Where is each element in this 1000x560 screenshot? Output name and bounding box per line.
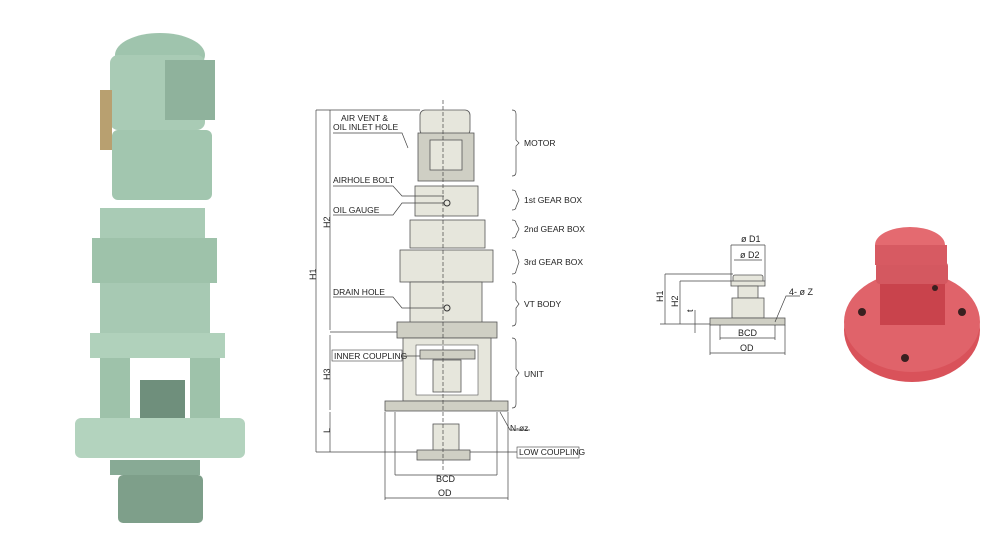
holes-dim: 4- ø Z: [789, 287, 814, 297]
d1-dim: ø D1: [741, 234, 761, 244]
bcd-dim: BCD: [436, 474, 456, 484]
unit-label: UNIT: [524, 369, 544, 379]
air-vent-label: AIR VENT &: [341, 113, 388, 123]
motor-label: MOTOR: [524, 138, 555, 148]
gearbox-photo: [75, 33, 245, 523]
coupling-h2-dim: H2: [670, 295, 680, 307]
airhole-bolt-label: AIRHOLE BOLT: [333, 175, 394, 185]
low-coupling-label: LOW COUPLING: [519, 447, 585, 457]
oil-gauge-label: OIL GAUGE: [333, 205, 380, 215]
coupling-photo: [844, 227, 980, 382]
coupling-drawing: [660, 244, 800, 355]
coupling-od-dim: OD: [740, 343, 754, 353]
vt-body-label: VT BODY: [524, 299, 561, 309]
oil-inlet-label: OIL INLET HOLE: [333, 122, 399, 132]
h1-dim: H1: [308, 268, 318, 280]
h2-dim: H2: [322, 216, 332, 228]
h3-dim: H3: [322, 368, 332, 380]
d2-dim: ø D2: [740, 250, 760, 260]
gear1-label: 1st GEAR BOX: [524, 195, 582, 205]
gear2-label: 2nd GEAR BOX: [524, 224, 585, 234]
coupling-bcd-dim: BCD: [738, 328, 758, 338]
gear-reducer-drawing: [315, 100, 580, 500]
l-dim: L: [322, 428, 332, 433]
drain-hole-label: DRAIN HOLE: [333, 287, 385, 297]
od-dim: OD: [438, 488, 452, 498]
gear3-label: 3rd GEAR BOX: [524, 257, 583, 267]
inner-coupling-label: INNER COUPLING: [334, 351, 407, 361]
t-dim: t: [685, 309, 695, 312]
coupling-h1-dim: H1: [655, 290, 665, 302]
n-oz-label: N-øz: [510, 423, 528, 433]
